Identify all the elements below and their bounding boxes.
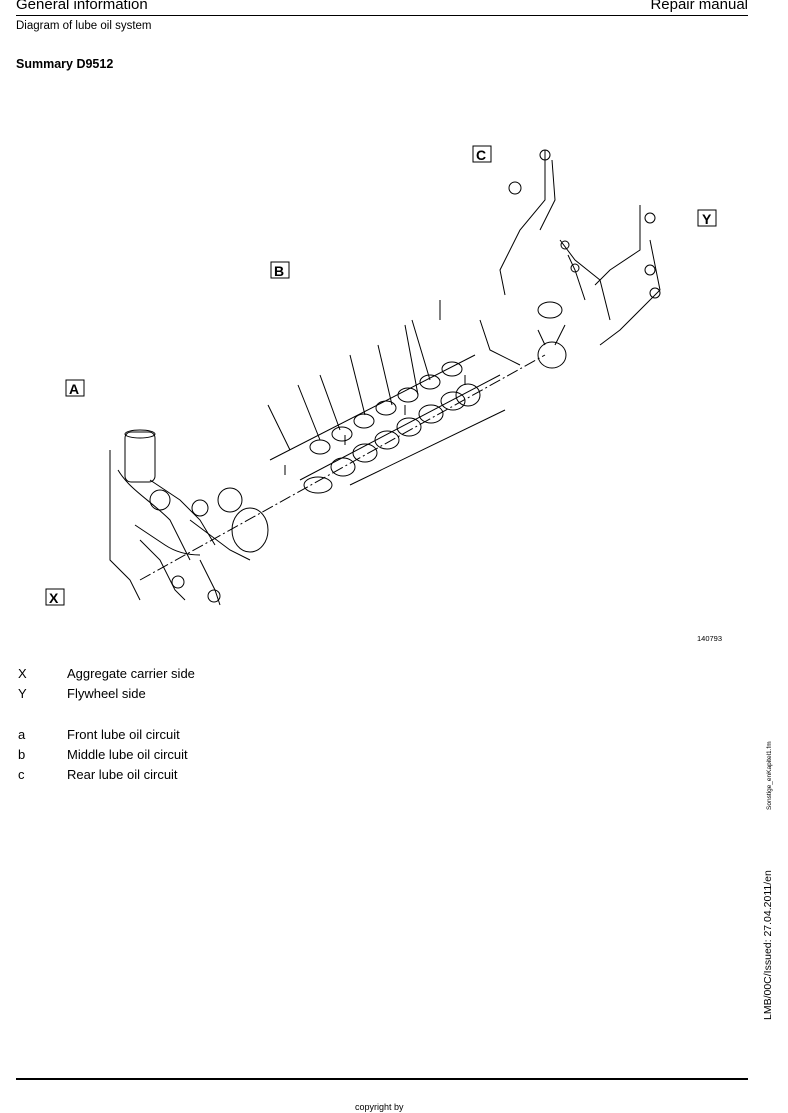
label-b: B — [274, 263, 284, 279]
legend-text: Front lube oil circuit — [67, 727, 180, 742]
section-title: General information — [16, 0, 148, 13]
assembly-axis-line — [139, 354, 546, 581]
margin-file-name: Sonstige_enKapitel1.fm — [766, 741, 773, 810]
label-x: X — [49, 590, 59, 606]
margin-issue-info: LMB/00C/Issued: 27.04.2011/en — [762, 870, 774, 1020]
summary-heading: Summary D9512 — [16, 57, 114, 71]
legend-key: b — [18, 747, 26, 762]
label-c: C — [476, 147, 486, 163]
legend-key: c — [18, 767, 25, 782]
lube-oil-diagram: C B A Y X 140793 — [45, 145, 722, 643]
figure-number: 140793 — [697, 634, 722, 643]
label-a: A — [69, 381, 79, 397]
legend-key: X — [18, 666, 27, 681]
legend-text: Middle lube oil circuit — [67, 747, 188, 762]
label-y: Y — [702, 211, 712, 227]
legend-text: Aggregate carrier side — [67, 666, 195, 681]
page-subtitle: Diagram of lube oil system — [16, 20, 152, 32]
footer-rule — [16, 1078, 748, 1080]
manual-title: Repair manual — [650, 0, 748, 13]
rear-assembly-drawing — [499, 149, 661, 369]
footer-copyright: copyright by — [355, 1102, 404, 1112]
middle-rail-drawing — [267, 300, 521, 494]
legend-key: a — [18, 727, 26, 742]
legend-text: Rear lube oil circuit — [67, 767, 178, 782]
legend-key: Y — [18, 686, 27, 701]
front-assembly-drawing — [109, 429, 269, 606]
header-rule — [16, 15, 748, 16]
legend-text: Flywheel side — [67, 686, 146, 701]
